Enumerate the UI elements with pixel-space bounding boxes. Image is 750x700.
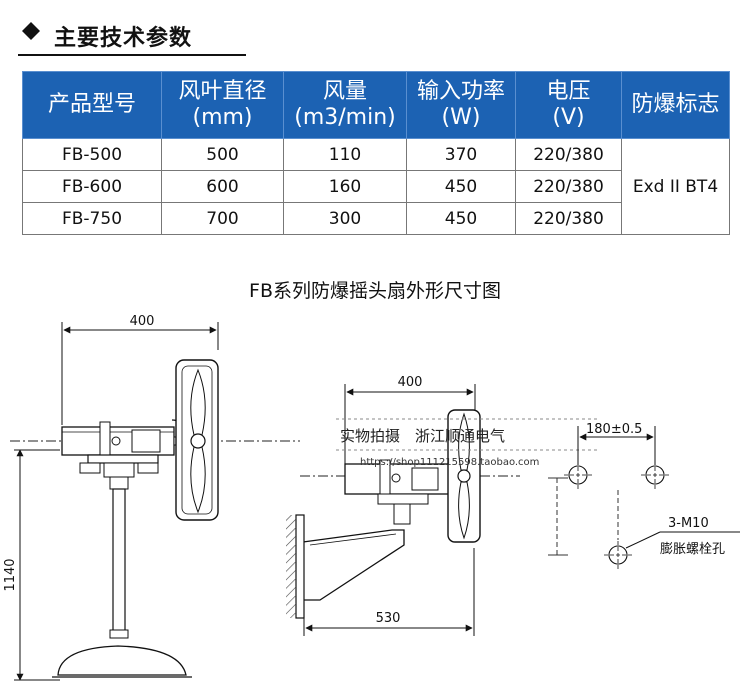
- cell-airflow: 160: [283, 170, 407, 203]
- header-power: 输入功率 (W): [406, 71, 516, 139]
- cell-airflow: 110: [283, 138, 407, 171]
- spec-table: 产品型号 风叶直径 (mm) 风量 (m3/min) 输入功率 (W) 电压 (…: [22, 71, 730, 235]
- header-voltage: 电压 (V): [515, 71, 622, 139]
- dim-left-width: 400: [130, 314, 155, 329]
- cell-voltage: 220/380: [515, 202, 622, 235]
- section-title: 主要技术参数: [54, 26, 193, 51]
- header-explosion-mark: 防爆标志: [621, 71, 730, 139]
- cell-diameter: 700: [161, 202, 284, 235]
- watermark-url: https://shop111215598.taobao.com: [360, 457, 539, 468]
- header-diameter: 风叶直径 (mm): [161, 71, 284, 139]
- cell-power: 450: [406, 170, 516, 203]
- cell-diameter: 500: [161, 138, 284, 171]
- diagram-title: FB系列防爆摇头扇外形尺寸图: [249, 280, 501, 302]
- table-row: FB-750 700 300 450 220/380: [22, 202, 730, 235]
- cell-voltage: 220/380: [515, 138, 622, 171]
- cell-diameter: 600: [161, 170, 284, 203]
- cell-power: 450: [406, 202, 516, 235]
- bolt-spec-label: 3-M10: [668, 516, 709, 531]
- cell-voltage: 220/380: [515, 170, 622, 203]
- floor-fan-drawing: 400 1140: [3, 314, 300, 681]
- bolt-hole-pattern: 180±0.5 3-M10 膨胀螺栓孔: [548, 422, 740, 569]
- wall-fan-drawing: 400 530: [286, 375, 520, 636]
- cell-model: FB-600: [22, 170, 162, 203]
- watermark: 实物拍摄 浙江顺通电气 https://shop111215598.taobao…: [336, 418, 600, 468]
- table-row: FB-600 600 160 450 220/380: [22, 170, 730, 203]
- cell-airflow: 300: [283, 202, 407, 235]
- cell-model: FB-750: [22, 202, 162, 235]
- cell-model: FB-500: [22, 138, 162, 171]
- table-row: FB-500 500 110 370 220/380 Exd II BT4: [22, 138, 730, 235]
- dim-wall-width: 400: [398, 375, 423, 390]
- header-airflow: 风量 (m3/min): [283, 71, 407, 139]
- dim-wall-depth: 530: [376, 611, 401, 626]
- cell-power: 370: [406, 138, 516, 171]
- dim-left-height: 1140: [3, 558, 18, 591]
- dim-hole-spacing: 180±0.5: [586, 422, 642, 437]
- header-model: 产品型号: [22, 71, 162, 139]
- header-rule: [18, 54, 246, 56]
- spec-table-header-row: 产品型号 风叶直径 (mm) 风量 (m3/min) 输入功率 (W) 电压 (…: [22, 71, 730, 139]
- watermark-text: 实物拍摄 浙江顺通电气: [340, 427, 505, 445]
- cell-explosion-mark: Exd II BT4: [621, 138, 730, 235]
- dimension-drawing: 400 1140: [3, 314, 740, 681]
- diamond-icon: [22, 22, 40, 40]
- bolt-hole-label: 膨胀螺栓孔: [660, 542, 725, 557]
- section-header: 主要技术参数: [18, 14, 246, 58]
